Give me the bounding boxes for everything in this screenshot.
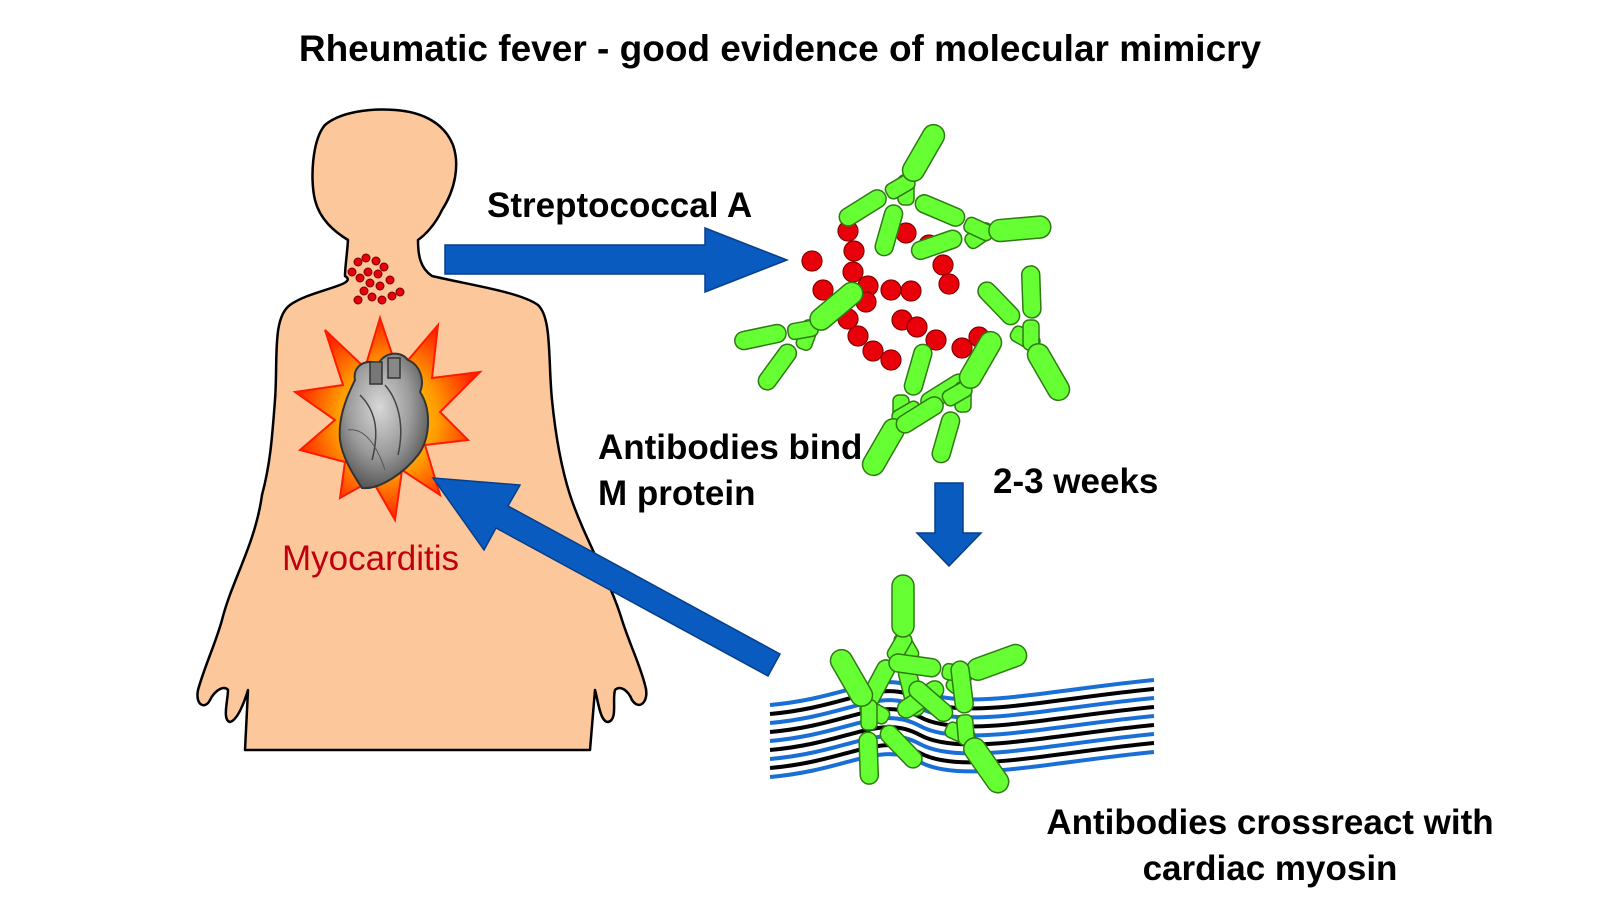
arrow-to-bacteria	[444, 226, 790, 294]
arrow-down	[915, 482, 983, 568]
arrow-to-heart	[431, 477, 782, 678]
neck-streptococcus-chain	[347, 253, 405, 305]
myosin-fibers-icon	[769, 678, 1155, 779]
weeks-label: 2-3 weeks	[993, 462, 1159, 501]
streptococcus-chain-icon	[801, 220, 990, 371]
antibodies-bind-line1: Antibodies bind	[598, 428, 863, 467]
crossreact-label: Antibodies crossreact with cardiac myosi…	[1010, 800, 1530, 892]
crossreact-line2: cardiac myosin	[1142, 849, 1398, 888]
antibodies-bind-line2: M protein	[598, 474, 756, 513]
myocarditis-label: Myocarditis	[282, 539, 459, 578]
crossreact-line1: Antibodies crossreact with	[1046, 803, 1494, 842]
streptococcal-label: Streptococcal A	[487, 186, 753, 225]
diagram-title: Rheumatic fever - good evidence of molec…	[298, 28, 1262, 69]
antibodies-bind-label: Antibodies bind M protein	[598, 425, 862, 517]
heart-icon	[338, 352, 430, 490]
